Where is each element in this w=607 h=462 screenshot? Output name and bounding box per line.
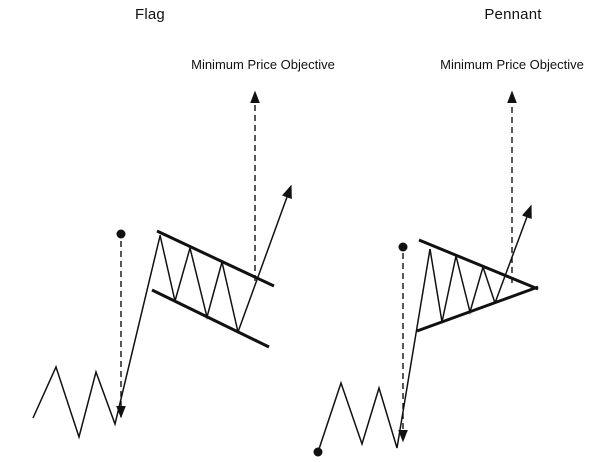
flag-lower-boundary-line bbox=[151, 288, 270, 349]
pennant-upper-boundary-line bbox=[418, 238, 539, 291]
diagram-elements-group bbox=[32, 90, 539, 457]
pennant-flagpole-measure-dot bbox=[398, 242, 408, 252]
flag-objective-label: Minimum Price Objective bbox=[191, 57, 335, 72]
flag-flagpole-measure-dot bbox=[116, 229, 126, 239]
pennant-consolidation-zigzag bbox=[429, 248, 496, 323]
flag-breakout-arrow bbox=[237, 184, 292, 333]
pennant-title: Pennant bbox=[484, 6, 542, 23]
pennant-breakout-arrow bbox=[494, 204, 532, 304]
flag-approach-price-line bbox=[32, 235, 161, 440]
flag-title: Flag bbox=[135, 6, 165, 23]
pennant-approach-price-line bbox=[317, 248, 431, 453]
flag-consolidation-zigzag bbox=[159, 234, 239, 333]
pennant-lower-boundary-line bbox=[416, 285, 539, 333]
pennant-objective-label: Minimum Price Objective bbox=[440, 57, 584, 72]
flag-upper-boundary-line bbox=[156, 229, 275, 288]
